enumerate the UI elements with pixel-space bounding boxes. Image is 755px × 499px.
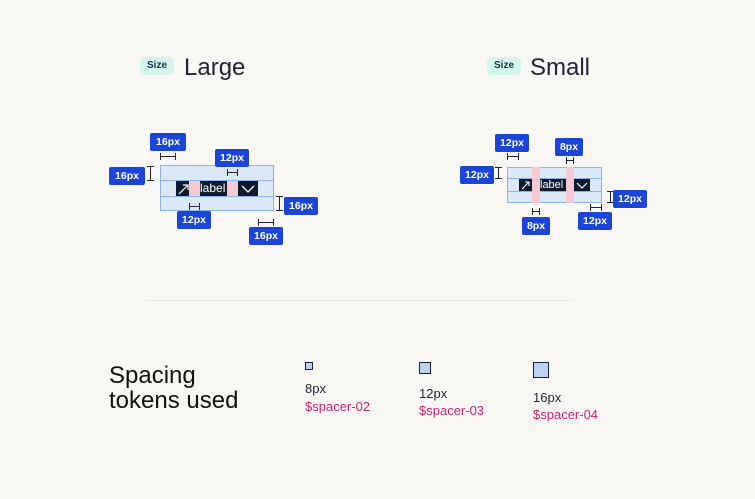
spacing-badge: 16px xyxy=(150,133,186,151)
size-small-title: Small xyxy=(530,54,591,81)
chevron-down-icon xyxy=(576,182,588,189)
dim-marker xyxy=(147,166,154,167)
spacing-badge: 12px xyxy=(613,190,647,208)
spacing-badge: 12px xyxy=(177,211,211,229)
dim-marker xyxy=(258,222,274,223)
token-name: $spacer-03 xyxy=(419,403,485,418)
dim-marker xyxy=(147,180,154,181)
dim-marker xyxy=(539,208,540,215)
token-swatch xyxy=(533,362,549,378)
spacing-badge: 12px xyxy=(495,134,529,152)
token-value: 8px xyxy=(305,381,326,396)
arrow-icon xyxy=(521,181,530,190)
dim-marker xyxy=(495,167,502,168)
dim-marker xyxy=(566,157,567,164)
size-tag: Size xyxy=(487,57,522,75)
spacing-badge: 12px xyxy=(215,149,249,167)
icon-gap-left xyxy=(189,181,200,196)
tokens-title: Spacing tokens used xyxy=(109,363,238,413)
dim-marker xyxy=(276,210,283,211)
dim-marker xyxy=(573,157,574,164)
dim-marker xyxy=(227,169,228,176)
spacing-badge: 16px xyxy=(249,227,283,245)
section-divider xyxy=(145,300,573,301)
dim-marker xyxy=(189,203,190,210)
dim-marker xyxy=(607,202,614,203)
dim-marker xyxy=(279,196,280,211)
spacing-guide-bottom xyxy=(160,196,274,197)
dim-marker xyxy=(610,191,611,203)
dim-marker xyxy=(160,156,176,157)
spacing-badge: 8px xyxy=(522,217,550,235)
spacing-badge: 12px xyxy=(578,212,612,230)
spacing-badge: 12px xyxy=(460,166,494,184)
dim-marker xyxy=(532,211,540,212)
label-bg xyxy=(540,179,566,191)
spacing-badge: 16px xyxy=(109,167,145,185)
dim-marker xyxy=(590,207,602,208)
size-large-title: Large xyxy=(184,54,246,81)
spacing-badge: 8px xyxy=(555,138,583,156)
button-label: label xyxy=(200,181,226,195)
token-value: 16px xyxy=(533,390,562,405)
spacing-guide-top xyxy=(160,180,274,181)
dim-marker xyxy=(150,166,151,181)
token-swatch xyxy=(419,362,431,374)
dim-marker xyxy=(601,204,602,211)
tokens-title-line2: tokens used xyxy=(109,387,239,414)
dim-marker xyxy=(507,153,508,160)
dim-marker xyxy=(566,160,574,161)
dim-marker xyxy=(273,219,274,226)
tokens-title-line1: Spacing xyxy=(109,362,196,389)
dim-marker xyxy=(160,153,161,160)
dim-marker xyxy=(175,153,176,160)
dim-marker xyxy=(237,169,238,176)
arrow-icon xyxy=(178,184,189,195)
icon-gap-left xyxy=(532,167,540,203)
dim-marker xyxy=(258,219,259,226)
dim-marker xyxy=(590,204,591,211)
dim-marker xyxy=(507,156,519,157)
token-name: $spacer-02 xyxy=(305,399,371,414)
button-label: label xyxy=(540,179,564,191)
icon-gap-right xyxy=(566,167,574,203)
spacing-guide-top xyxy=(507,178,602,179)
dim-marker xyxy=(495,178,502,179)
icon-gap-right xyxy=(227,181,238,196)
dim-marker xyxy=(227,172,238,173)
dim-marker xyxy=(532,208,533,215)
chevron-down-icon xyxy=(241,185,255,193)
token-swatch xyxy=(305,362,313,370)
token-value: 12px xyxy=(419,386,448,401)
dim-marker xyxy=(518,153,519,160)
dim-marker xyxy=(607,191,614,192)
token-name: $spacer-04 xyxy=(533,407,599,422)
dim-marker xyxy=(189,206,200,207)
spacing-badge: 16px xyxy=(284,197,318,215)
dim-marker xyxy=(199,203,200,210)
dim-marker xyxy=(498,167,499,179)
size-tag: Size xyxy=(140,57,175,75)
spacing-guide-bottom xyxy=(507,191,602,192)
dim-marker xyxy=(276,196,283,197)
